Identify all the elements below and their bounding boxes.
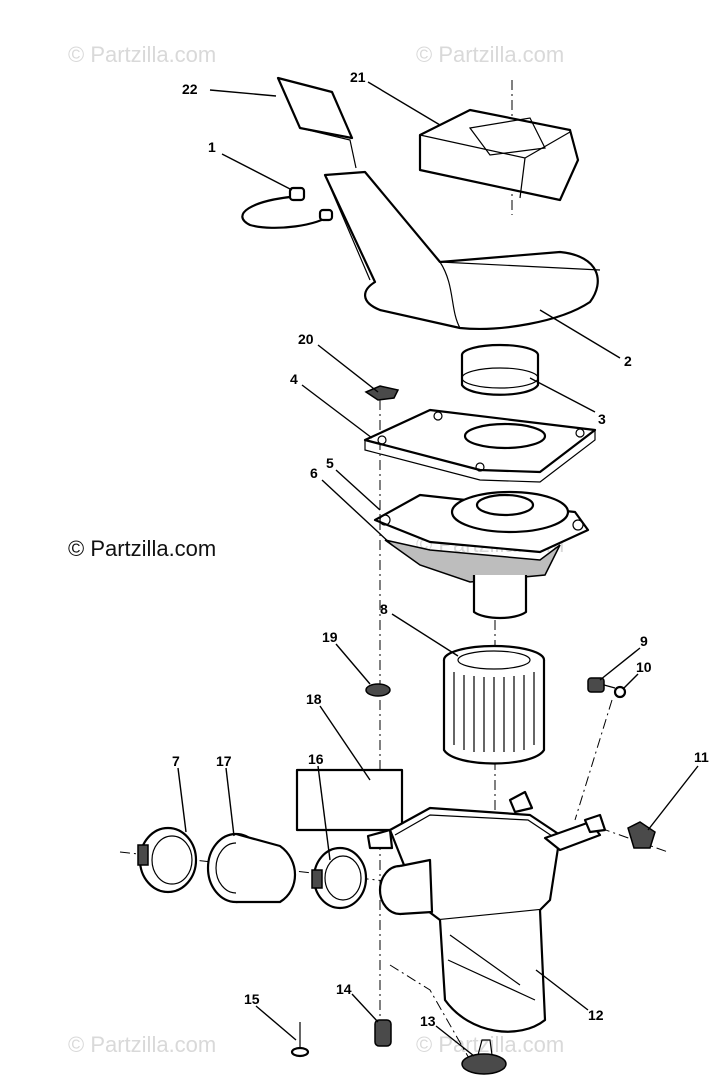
part-12-air-box xyxy=(366,790,607,1033)
part-17-adapter-tube xyxy=(206,832,296,904)
part-11-clip xyxy=(627,821,656,849)
leader-7 xyxy=(177,767,187,833)
leader-14 xyxy=(351,993,379,1023)
part-4-gasket-plate xyxy=(363,408,597,483)
callout-20: 20 xyxy=(298,331,314,347)
part-8-air-filter xyxy=(442,644,546,765)
callout-16: 16 xyxy=(308,751,324,767)
callout-11: 11 xyxy=(694,749,709,765)
plug-axis xyxy=(389,964,471,1061)
part-6-gasket xyxy=(384,539,561,583)
callout-8: 8 xyxy=(380,601,388,617)
part-22-plate xyxy=(276,76,357,169)
leader-8 xyxy=(391,613,459,657)
callout-1: 1 xyxy=(208,139,216,155)
leader-11 xyxy=(647,765,699,831)
leader-21 xyxy=(367,81,441,126)
leader-4 xyxy=(301,384,373,439)
bolt-axis-right xyxy=(574,699,613,821)
part-2-intake-cover xyxy=(323,170,601,330)
callout-7: 7 xyxy=(172,753,180,769)
watermark-top-right: © Partzilla.com xyxy=(416,42,564,67)
leader-9 xyxy=(599,647,641,681)
callout-10: 10 xyxy=(636,659,652,675)
part-20-grommet xyxy=(364,385,400,401)
callout-13: 13 xyxy=(420,1013,436,1029)
callout-18: 18 xyxy=(306,691,322,707)
part-14-plug xyxy=(374,1019,392,1047)
callout-19: 19 xyxy=(322,629,338,645)
callout-12: 12 xyxy=(588,1007,604,1023)
callout-15: 15 xyxy=(244,991,260,1007)
leader-18 xyxy=(319,705,371,781)
leader-22 xyxy=(209,89,277,97)
callout-9: 9 xyxy=(640,633,648,649)
part-9-bolt xyxy=(587,677,616,693)
part-1-hose-clamp xyxy=(241,186,334,229)
leader-16 xyxy=(317,765,331,861)
callout-6: 6 xyxy=(310,465,318,481)
callout-2: 2 xyxy=(624,353,632,369)
leader-6 xyxy=(321,479,393,546)
part-18-plate xyxy=(295,768,404,832)
watermark-bottom-left: © Partzilla.com xyxy=(68,1032,216,1057)
part-5-housing-top xyxy=(373,490,590,554)
leader-12 xyxy=(535,969,589,1011)
part-21-foam-block xyxy=(418,108,580,202)
callout-5: 5 xyxy=(326,455,334,471)
callout-22: 22 xyxy=(182,81,198,97)
leader-13 xyxy=(435,1025,475,1057)
leader-20 xyxy=(317,344,379,393)
leader-19 xyxy=(335,643,371,685)
callout-17: 17 xyxy=(216,753,232,769)
leader-3 xyxy=(529,377,596,413)
leader-17 xyxy=(225,767,235,837)
housing-outlet-tube xyxy=(472,575,528,620)
watermark-middle-left: © Partzilla.com xyxy=(68,536,216,561)
part-3-sleeve xyxy=(460,343,540,396)
callout-21: 21 xyxy=(350,69,366,85)
callout-3: 3 xyxy=(598,411,606,427)
leader-1 xyxy=(221,153,293,191)
part-7-clamp xyxy=(137,826,198,894)
callout-4: 4 xyxy=(290,371,298,387)
clip-axis xyxy=(599,827,669,853)
callout-14: 14 xyxy=(336,981,352,997)
part-19-washer xyxy=(365,683,391,697)
leader-5 xyxy=(335,469,381,511)
part-16-clamp xyxy=(311,846,368,910)
part-13-drain-valve xyxy=(461,1039,507,1075)
watermark-top-left: © Partzilla.com xyxy=(68,42,216,67)
leader-15 xyxy=(255,1005,297,1041)
leader-10 xyxy=(623,673,639,689)
part-10-washer xyxy=(613,685,627,699)
part-15-bolt xyxy=(290,1022,310,1058)
leader-2 xyxy=(539,309,621,359)
